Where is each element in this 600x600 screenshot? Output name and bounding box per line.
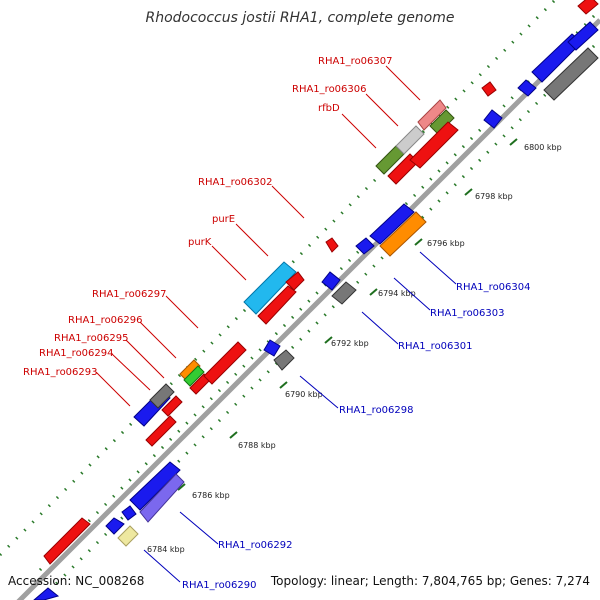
gene-arrow[interactable] — [145, 415, 177, 447]
label-leader — [385, 65, 421, 101]
label-leader — [341, 113, 377, 149]
gene-label[interactable]: RHA1_ro06303 — [430, 308, 505, 319]
gene-label[interactable]: purE — [212, 214, 235, 225]
gene-arrow[interactable] — [517, 79, 537, 97]
scale-tick-mark — [509, 138, 518, 146]
forward-gene-labels: RHA1_ro06307 RHA1_ro06306 rfbD RHA1_ro06… — [23, 56, 421, 407]
label-leader — [179, 511, 219, 545]
scale-tick-mark — [369, 288, 378, 296]
scale-tick-label: 6790 kbp — [285, 390, 323, 399]
scale-tick-mark — [414, 238, 423, 246]
scale-tick-label: 6800 kbp — [524, 143, 562, 152]
gene-arrow[interactable] — [105, 517, 125, 535]
gene-arrow[interactable] — [483, 109, 503, 129]
gene-arrow[interactable] — [243, 261, 297, 315]
forward-genes — [43, 0, 599, 565]
label-leader — [111, 353, 151, 391]
accession-text: Accession: NC_008268 — [8, 574, 145, 588]
gene-arrow[interactable] — [121, 505, 137, 521]
label-leader — [95, 371, 131, 407]
gene-label[interactable]: RHA1_ro06302 — [198, 177, 273, 188]
scale-tick-mark — [229, 431, 238, 439]
gene-label[interactable]: RHA1_ro06301 — [398, 341, 473, 352]
gene-arrow[interactable] — [183, 365, 205, 387]
gene-arrow[interactable] — [161, 395, 183, 417]
gene-arrow[interactable] — [285, 271, 305, 291]
gene-label[interactable]: RHA1_ro06304 — [456, 282, 531, 293]
gene-label[interactable]: RHA1_ro06298 — [339, 405, 414, 416]
gene-arrow[interactable] — [43, 517, 91, 565]
scale-tick-mark — [279, 381, 288, 389]
label-leader — [299, 375, 339, 409]
gene-label[interactable]: RHA1_ro06307 — [318, 56, 393, 67]
gene-arrow[interactable] — [369, 203, 415, 245]
gene-arrow[interactable] — [481, 81, 497, 97]
gene-arrow[interactable] — [139, 473, 185, 523]
gene-arrow[interactable] — [379, 211, 427, 257]
gene-arrow[interactable] — [331, 281, 357, 305]
genome-summary-text: Topology: linear; Length: 7,804,765 bp; … — [270, 574, 590, 588]
gene-arrow[interactable] — [567, 21, 599, 51]
gene-arrow[interactable] — [577, 0, 599, 15]
gene-arrow[interactable] — [321, 271, 341, 291]
label-leader — [393, 277, 431, 311]
scale-tick-mark — [177, 483, 186, 491]
gene-label[interactable]: RHA1_ro06295 — [54, 333, 129, 344]
gene-label[interactable]: rfbD — [318, 103, 340, 114]
scale-tick-label: 6794 kbp — [378, 289, 416, 298]
genome-title: Rhodococcus jostii RHA1, complete genome — [145, 10, 455, 26]
gene-arrow[interactable] — [417, 99, 447, 131]
scale-tick-label: 6786 kbp — [192, 491, 230, 500]
gene-arrow[interactable] — [429, 109, 455, 135]
gene-arrow[interactable] — [325, 237, 339, 253]
gene-arrow[interactable] — [395, 125, 425, 155]
scale-tick-mark — [324, 336, 333, 344]
reverse-gene-labels: RHA1_ro06304 RHA1_ro06303 RHA1_ro06301 R… — [143, 251, 531, 591]
gene-arrow[interactable] — [257, 285, 297, 325]
gene-label[interactable]: RHA1_ro06297 — [92, 289, 167, 300]
gene-label[interactable]: RHA1_ro06292 — [218, 540, 293, 551]
gene-arrow[interactable] — [149, 383, 175, 409]
label-leader — [139, 321, 177, 359]
gene-arrow[interactable] — [129, 461, 181, 511]
gene-arrow[interactable] — [409, 121, 459, 169]
label-leader — [211, 245, 247, 281]
label-leader — [235, 223, 269, 257]
label-leader — [361, 311, 399, 345]
gene-label[interactable]: RHA1_ro06306 — [292, 84, 367, 95]
gene-label[interactable]: RHA1_ro06290 — [182, 580, 257, 591]
label-leader — [419, 251, 457, 285]
scale-tick-label: 6798 kbp — [475, 192, 513, 201]
gene-label[interactable]: purK — [188, 237, 212, 248]
scale-ticks: 6784 kbp 6786 kbp 6788 kbp 6790 kbp 6792… — [125, 138, 562, 554]
label-leader — [165, 295, 199, 329]
gene-label[interactable]: RHA1_ro06296 — [68, 315, 143, 326]
gene-arrow[interactable] — [263, 339, 281, 357]
label-leader — [271, 185, 305, 219]
gene-arrow[interactable] — [33, 587, 60, 600]
gene-arrow[interactable] — [179, 359, 201, 381]
scale-tick-label: 6784 kbp — [147, 545, 185, 554]
label-leader — [143, 549, 181, 583]
gene-arrow[interactable] — [355, 237, 375, 255]
gene-arrow[interactable] — [117, 525, 139, 547]
gene-label[interactable]: RHA1_ro06293 — [23, 367, 98, 378]
gene-arrow[interactable] — [203, 341, 247, 385]
scale-tick-mark — [464, 188, 473, 196]
gene-label[interactable]: RHA1_ro06294 — [39, 348, 114, 359]
scale-tick-label: 6792 kbp — [331, 339, 369, 348]
scale-tick-label: 6788 kbp — [238, 441, 276, 450]
gene-arrow[interactable] — [273, 349, 295, 371]
scale-tick-label: 6796 kbp — [427, 239, 465, 248]
label-leader — [125, 339, 165, 379]
genome-backbone — [16, 18, 600, 600]
reverse-genes — [33, 21, 599, 600]
label-leader — [365, 93, 399, 127]
gene-arrow[interactable] — [543, 47, 599, 101]
